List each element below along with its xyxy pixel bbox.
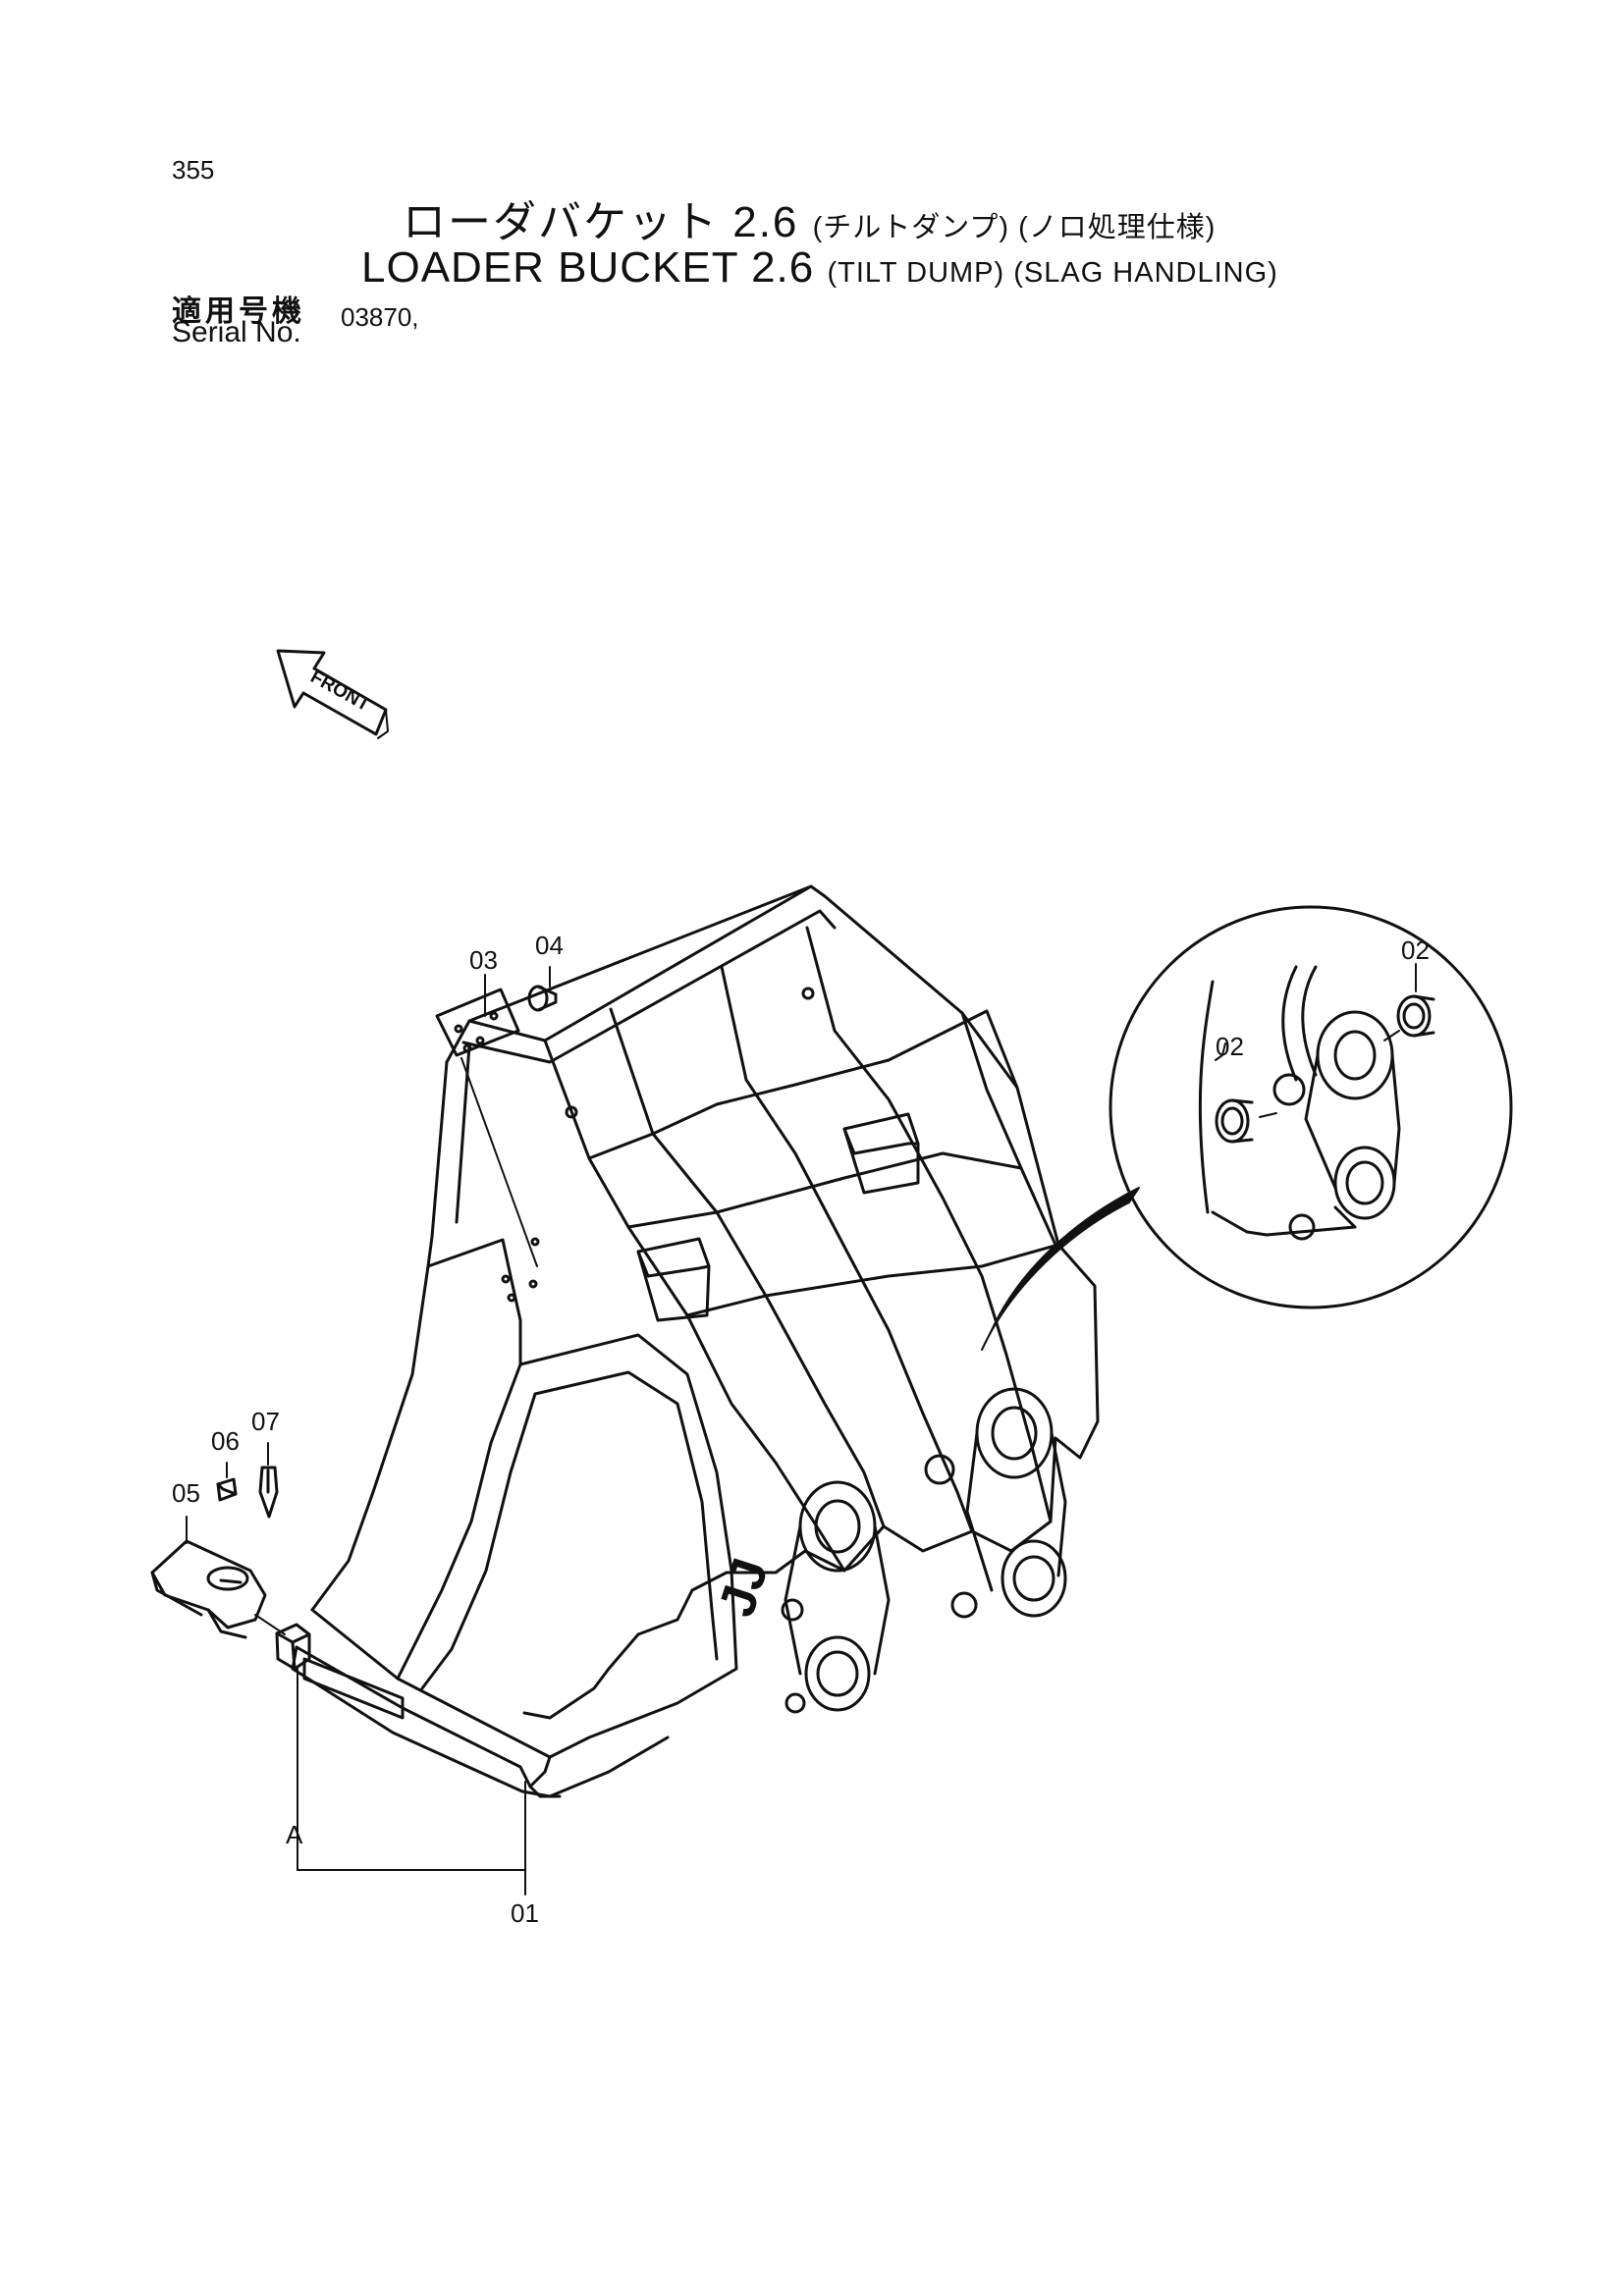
serial-number-value: 03870, <box>341 302 419 332</box>
callout-02-detail-left: 02 <box>1216 1032 1244 1061</box>
title-english: LOADER BUCKET 2.6 (TILT DUMP) (SLAG HAND… <box>361 243 1278 293</box>
callout-06: 06 <box>211 1426 240 1456</box>
serial-label-english: Serial No. <box>172 316 301 348</box>
hinge-boss-center <box>924 1454 978 1619</box>
callout-04: 04 <box>535 931 564 960</box>
serial-label-japanese: 適用号機 <box>172 295 305 328</box>
front-arrow-label: FRONT <box>307 667 374 716</box>
title-en-main: LOADER BUCKET 2.6 <box>361 243 815 292</box>
callout-03: 03 <box>469 945 498 975</box>
title-ja-sub: (チルトダンプ) (ノロ処理仕様) <box>812 212 1217 243</box>
view-label-a: A <box>286 1820 303 1849</box>
callout-02-detail-right: 02 <box>1401 935 1430 965</box>
bushing-part-right <box>1383 994 1435 1041</box>
hinge-boss-right <box>965 1387 1067 1618</box>
front-arrow-icon: FRONT <box>276 649 389 739</box>
page-number: 355 <box>172 155 215 185</box>
title-japanese: ローダバケット 2.6 (チルトダンプ) (ノロ処理仕様) <box>403 187 1216 249</box>
bucket-mark: JJ <box>708 1552 780 1624</box>
title-ja-main: ローダバケット 2.6 <box>403 198 799 246</box>
detail-view <box>981 905 1513 1351</box>
loader-bucket-body: JJ <box>275 884 1100 1798</box>
title-en-sub: (TILT DUMP) (SLAG HANDLING) <box>827 257 1278 289</box>
nameplate-part <box>435 988 538 1267</box>
callout-05: 05 <box>172 1478 200 1508</box>
lock-pin-part <box>216 1477 238 1502</box>
callout-07: 07 <box>251 1407 280 1436</box>
bushing-part-left <box>1215 1098 1277 1144</box>
callout-01: 01 <box>511 1898 539 1928</box>
screw-part <box>527 985 558 1012</box>
retainer-part <box>258 1466 279 1519</box>
callout-leaders <box>186 966 551 1896</box>
tooth-part <box>150 1539 267 1639</box>
hinge-boss-left <box>781 1480 891 1714</box>
